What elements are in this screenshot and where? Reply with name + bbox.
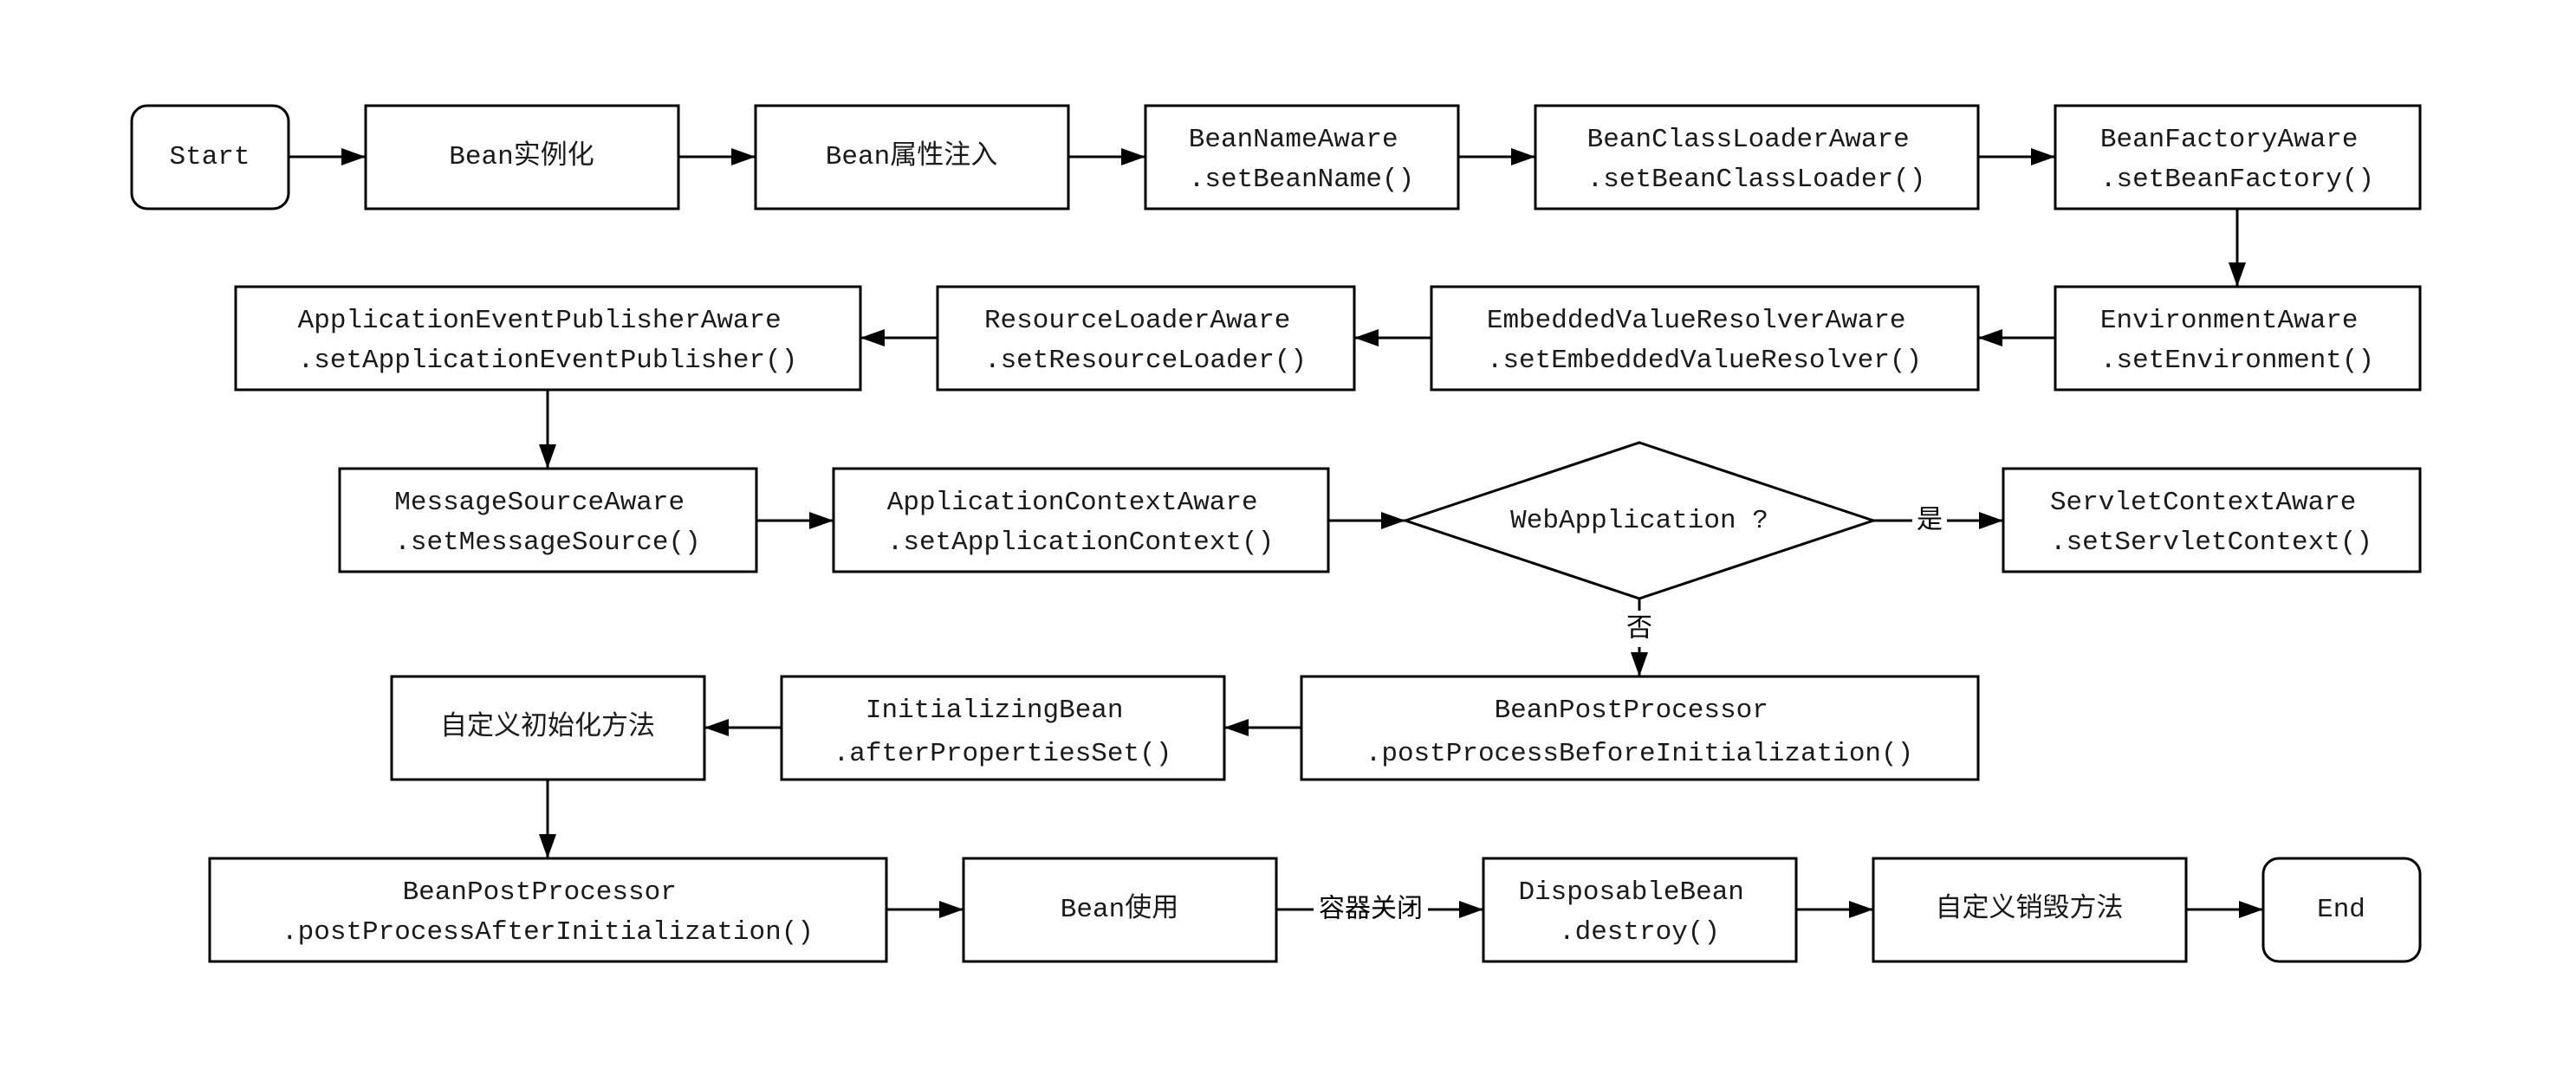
start-line-1: Start [169, 142, 250, 172]
application-event-publisher-aware-line-2: .setApplicationEventPublisher() [298, 346, 798, 376]
servlet-context-aware-line-2: .setServletContext() [2050, 528, 2372, 558]
custom-init-label: 自定义初始化方法 [440, 711, 655, 743]
bean-name-aware-line-1: BeanNameAware [1189, 125, 1398, 155]
bean-class-loader-aware-label: BeanClassLoaderAware .setBeanClassLoader… [1587, 125, 1926, 195]
start-node: Start [130, 104, 290, 210]
bean-class-loader-aware-line-2: .setBeanClassLoader() [1587, 165, 1926, 195]
servlet-context-aware-label: ServletContextAware .setServletContext() [2050, 488, 2372, 558]
post-process-after-node: BeanPostProcessor .postProcessAfterIniti… [208, 857, 888, 963]
start-label: Start [169, 142, 250, 172]
application-context-aware-node: ApplicationContextAware .setApplicationC… [832, 467, 1330, 573]
application-context-aware-label: ApplicationContextAware .setApplicationC… [887, 488, 1274, 558]
bean-name-aware-label: BeanNameAware .setBeanName() [1189, 125, 1414, 195]
initializing-bean-label: InitializingBean .afterPropertiesSet() [834, 696, 1172, 769]
custom-init-node: 自定义初始化方法 [390, 675, 706, 781]
initializing-bean-line-1: InitializingBean [866, 696, 1124, 726]
custom-destroy-node: 自定义销毁方法 [1872, 857, 2188, 963]
message-source-aware-label: MessageSourceAware .setMessageSource() [394, 488, 700, 558]
disposable-bean-line-1: DisposableBean [1518, 877, 1743, 908]
edge-label-container-close: 容器关闭 [1314, 891, 1428, 928]
message-source-aware-node: MessageSourceAware .setMessageSource() [338, 467, 758, 573]
application-context-aware-line-2: .setApplicationContext() [887, 528, 1274, 558]
resource-loader-aware-line-1: ResourceLoaderAware [984, 306, 1290, 336]
resource-loader-aware-label: ResourceLoaderAware .setResourceLoader() [984, 306, 1307, 376]
servlet-context-aware-line-1: ServletContextAware [2050, 488, 2356, 518]
bean-in-use-node: Bean使用 [962, 857, 1278, 963]
application-context-aware-line-1: ApplicationContextAware [887, 488, 1258, 518]
bean-name-aware-node: BeanNameAware .setBeanName() [1144, 104, 1460, 210]
post-process-before-node: BeanPostProcessor .postProcessBeforeInit… [1300, 675, 1980, 781]
application-event-publisher-aware-label: ApplicationEventPublisherAware .setAppli… [298, 306, 798, 376]
post-process-before-line-2: .postProcessBeforeInitialization() [1366, 739, 1914, 769]
bean-factory-aware-label: BeanFactoryAware .setBeanFactory() [2100, 125, 2374, 195]
message-source-aware-line-1: MessageSourceAware [394, 488, 685, 518]
embedded-value-resolver-aware-node: EmbeddedValueResolverAware .setEmbeddedV… [1430, 285, 1980, 392]
resource-loader-aware-line-2: .setResourceLoader() [984, 346, 1307, 376]
application-event-publisher-aware-node: ApplicationEventPublisherAware .setAppli… [234, 285, 862, 392]
post-process-after-line-2: .postProcessAfterInitialization() [282, 917, 814, 948]
web-application-decision-node: WebApplication ? [1401, 441, 1878, 600]
disposable-bean-line-2: .destroy() [1559, 917, 1720, 948]
bean-class-loader-aware-node: BeanClassLoaderAware .setBeanClassLoader… [1534, 104, 1980, 210]
post-process-after-line-1: BeanPostProcessor [403, 877, 677, 908]
end-label: End [2317, 895, 2365, 925]
web-application-decision-line-1: WebApplication ? [1510, 506, 1768, 536]
bean-factory-aware-line-2: .setBeanFactory() [2100, 165, 2374, 195]
environment-aware-node: EnvironmentAware .setEnvironment() [2054, 285, 2422, 392]
bean-name-aware-line-2: .setBeanName() [1189, 165, 1414, 195]
post-process-before-line-1: BeanPostProcessor [1495, 696, 1768, 726]
custom-init-line-1: 自定义初始化方法 [440, 711, 655, 743]
web-application-decision-label: WebApplication ? [1510, 506, 1768, 536]
disposable-bean-node: DisposableBean .destroy() [1482, 857, 1798, 963]
initializing-bean-line-2: .afterPropertiesSet() [834, 739, 1172, 769]
bean-factory-aware-line-1: BeanFactoryAware [2100, 125, 2359, 155]
custom-destroy-label: 自定义销毁方法 [1936, 893, 2124, 925]
bean-instantiate-line-1: Bean实例化 [449, 140, 594, 172]
edge-label-yes-text: 是 [1917, 505, 1943, 535]
edge-label-no-text: 否 [1626, 613, 1652, 644]
edge-label-container-close-text: 容器关闭 [1319, 894, 1423, 924]
bean-populate-label: Bean属性注入 [826, 140, 997, 172]
bean-instantiate-node: Bean实例化 [364, 104, 680, 210]
bean-in-use-label: Bean使用 [1061, 893, 1178, 925]
resource-loader-aware-node: ResourceLoaderAware .setResourceLoader() [936, 285, 1356, 392]
disposable-bean-label: DisposableBean .destroy() [1518, 877, 1760, 948]
post-process-before-label: BeanPostProcessor .postProcessBeforeInit… [1366, 696, 1914, 769]
edge-label-yes: 是 [1912, 502, 1947, 539]
embedded-value-resolver-aware-line-1: EmbeddedValueResolverAware [1487, 306, 1906, 336]
bean-populate-line-1: Bean属性注入 [826, 140, 997, 172]
end-line-1: End [2317, 895, 2365, 925]
custom-destroy-line-1: 自定义销毁方法 [1936, 893, 2124, 925]
embedded-value-resolver-aware-label: EmbeddedValueResolverAware .setEmbeddedV… [1487, 306, 1922, 376]
environment-aware-line-2: .setEnvironment() [2100, 346, 2374, 376]
servlet-context-aware-node: ServletContextAware .setServletContext() [2002, 467, 2422, 573]
bean-instantiate-label: Bean实例化 [449, 140, 594, 172]
environment-aware-label: EnvironmentAware .setEnvironment() [2100, 306, 2374, 376]
edge-label-no: 否 [1622, 611, 1657, 647]
bean-populate-node: Bean属性注入 [754, 104, 1070, 210]
bean-in-use-line-1: Bean使用 [1061, 893, 1178, 925]
embedded-value-resolver-aware-line-2: .setEmbeddedValueResolver() [1487, 346, 1922, 376]
bean-factory-aware-node: BeanFactoryAware .setBeanFactory() [2054, 104, 2422, 210]
bean-class-loader-aware-line-1: BeanClassLoaderAware [1587, 125, 1910, 155]
environment-aware-line-1: EnvironmentAware [2100, 306, 2359, 336]
initializing-bean-node: InitializingBean .afterPropertiesSet() [780, 675, 1226, 781]
application-event-publisher-aware-line-1: ApplicationEventPublisherAware [298, 306, 782, 336]
end-node: End [2261, 857, 2422, 963]
message-source-aware-line-2: .setMessageSource() [394, 528, 700, 558]
post-process-after-label: BeanPostProcessor .postProcessAfterIniti… [282, 877, 814, 948]
